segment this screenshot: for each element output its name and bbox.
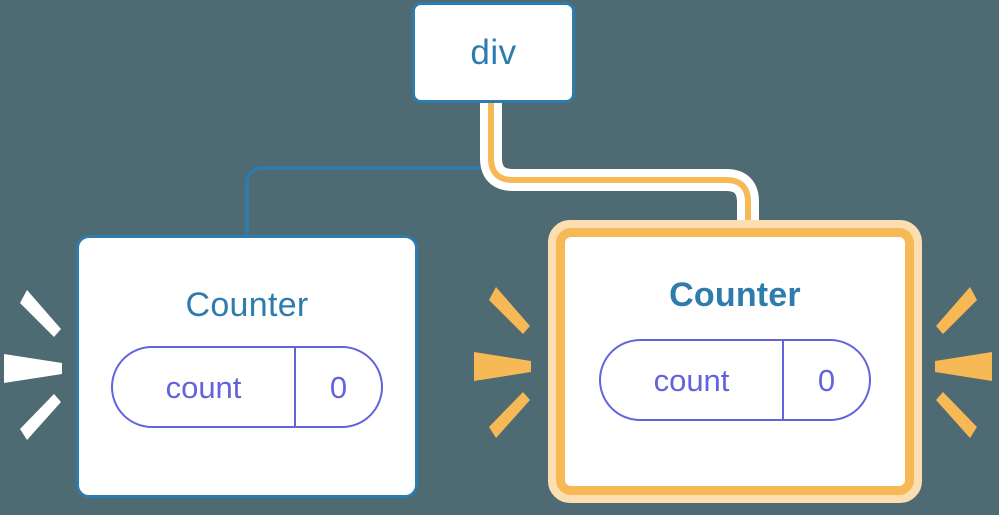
spark-ray-lower <box>20 394 61 440</box>
edge-div-to-counter-right <box>488 97 751 243</box>
state-value: 0 <box>817 362 836 398</box>
node-div-label: div <box>470 33 517 72</box>
spark-rays-left <box>4 282 66 447</box>
node-counter-right-label: Counter <box>669 276 801 314</box>
state-key: count <box>113 348 296 426</box>
spark-ray-middle <box>935 352 992 381</box>
spark-rays-right <box>932 278 992 446</box>
spark-ray-upper <box>489 287 530 334</box>
node-counter-right-inner: Counter count 0 <box>556 228 914 495</box>
state-pill-counter-left: count 0 <box>111 346 383 428</box>
node-div[interactable]: div <box>412 2 575 103</box>
spark-ray-middle <box>474 352 531 381</box>
node-counter-right[interactable]: Counter count 0 <box>548 220 922 503</box>
state-value: 0 <box>329 369 348 405</box>
spark-ray-upper <box>936 287 977 334</box>
edge-div-to-counter-left <box>245 101 495 239</box>
state-pill-counter-right: count 0 <box>599 339 871 421</box>
spark-ray-lower <box>489 392 530 438</box>
node-counter-left[interactable]: Counter count 0 <box>76 235 418 498</box>
node-counter-left-label: Counter <box>185 286 309 324</box>
spark-ray-lower <box>936 392 977 438</box>
edge-div-to-counter-right-halo <box>480 89 759 251</box>
spark-rays-middle <box>474 278 534 446</box>
state-key: count <box>601 341 784 419</box>
spark-ray-upper <box>20 290 61 337</box>
spark-ray-middle <box>4 354 62 383</box>
